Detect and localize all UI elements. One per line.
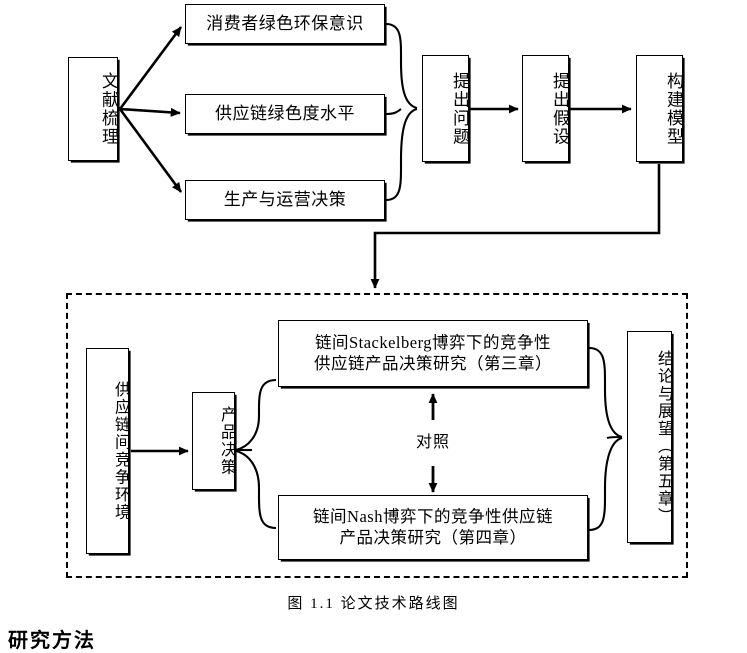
node-product-decision-label: 产品决策 [218,406,235,476]
brace-branches-to-problem [385,22,418,202]
node-supply-chain-greenness-level-label: 供应链绿色度水平 [215,103,355,123]
comparison-label: 对照 [404,428,462,452]
node-build-model[interactable]: 构建模型 [636,55,683,162]
node-literature-review[interactable]: 文献梳理 [68,57,118,161]
node-propose-hypothesis-label: 提出假设 [550,71,569,146]
node-conclusion-and-outlook[interactable]: 结论与展望（第五章） [627,331,672,543]
node-inter-chain-competitive-environment-label: 供应链间竞争环境 [112,381,129,521]
figure-caption: 图 1.1 论文技术路线图 [287,596,460,612]
node-nash-study-line2: 产品决策研究（第四章） [339,527,527,547]
node-propose-hypothesis[interactable]: 提出假设 [522,55,569,162]
model-to-region-arrow [370,164,661,289]
node-raise-question-label: 提出问题 [450,71,469,146]
node-product-decision[interactable]: 产品决策 [192,392,235,490]
node-stackelberg-study[interactable]: 链间Stackelberg博弈下的竞争性 供应链产品决策研究（第三章） [278,320,588,387]
node-supply-chain-greenness-level[interactable]: 供应链绿色度水平 [185,94,385,134]
node-build-model-label: 构建模型 [664,71,683,146]
node-literature-review-label: 文献梳理 [99,72,118,146]
node-stackelberg-study-label: 链间Stackelberg博弈下的竞争性 供应链产品决策研究（第三章） [279,333,587,373]
node-production-operations-decision-label: 生产与运营决策 [223,189,347,209]
fanout-arrows [118,26,183,193]
node-stackelberg-study-line1: 链间Stackelberg博弈下的竞争性 [314,333,552,353]
node-consumer-green-awareness[interactable]: 消费者绿色环保意识 [185,4,385,44]
node-consumer-green-awareness-label: 消费者绿色环保意识 [206,13,364,33]
node-stackelberg-study-line2: 供应链产品决策研究（第三章） [314,353,552,373]
node-raise-question[interactable]: 提出问题 [422,55,469,162]
node-inter-chain-competitive-environment[interactable]: 供应链间竞争环境 [86,348,129,554]
node-production-operations-decision[interactable]: 生产与运营决策 [185,180,385,220]
node-conclusion-and-outlook-label: 结论与展望（第五章） [655,349,672,525]
node-nash-study-label: 链间Nash博弈下的竞争性供应链 产品决策研究（第四章） [279,507,587,547]
node-nash-study-line1: 链间Nash博弈下的竞争性供应链 [313,507,553,527]
node-nash-study[interactable]: 链间Nash博弈下的竞争性供应链 产品决策研究（第四章） [278,495,588,560]
research-scope-dashed-region [66,293,688,578]
page-body-heading: 研究方法 [8,630,96,652]
